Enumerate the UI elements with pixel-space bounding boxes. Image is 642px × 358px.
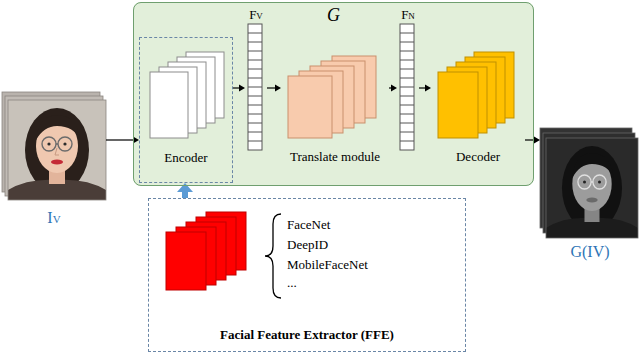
input-image: IV: [2, 92, 106, 230]
vector-label: FN: [397, 7, 419, 24]
input-photo-stack: [8, 100, 106, 200]
input-photo-stack: [51, 159, 63, 164]
extractor-stack: [166, 232, 206, 290]
output-photo-stack: [546, 138, 638, 238]
output-photo-stack: [598, 180, 601, 183]
output-photo-stack: [562, 146, 622, 230]
input-photo-stack: [2, 92, 106, 200]
model-name: MobileFaceNet: [287, 257, 368, 273]
ellipsis-item: ...: [287, 275, 297, 291]
module-label: Translate module: [281, 149, 389, 165]
arrow-head: [534, 137, 540, 144]
feature-vector-bar: [400, 24, 414, 150]
input-photo-stack: [58, 137, 72, 151]
vector-label: FV: [245, 7, 267, 24]
input-photo-stack: [42, 137, 56, 151]
arrow-head: [275, 85, 281, 92]
input-photo-stack: [25, 108, 89, 192]
arrow-head: [391, 85, 397, 92]
module-label: Encoder: [140, 150, 232, 166]
arrow-connector: [389, 85, 397, 92]
generator-box: G Encoder FV Translate module FN Decoder: [133, 2, 534, 186]
image-label: IV: [2, 208, 106, 229]
output-photo-stack: [546, 138, 638, 238]
output-photo-stack: [572, 153, 613, 178]
encoder-box: Encoder: [139, 37, 233, 183]
translate-stack: [288, 76, 332, 138]
box-title: Facial Feature Extractor (FFE): [149, 327, 465, 343]
decoder-stack: [438, 52, 514, 138]
arrow-head: [239, 85, 245, 92]
arrow-head: [425, 85, 431, 92]
input-photo-stack: [47, 142, 50, 145]
output-photo-stack: [578, 175, 591, 189]
arrow-connector: [106, 137, 139, 144]
input-photo-stack: [56, 143, 58, 144]
output-photo-stack: [593, 175, 606, 189]
list-brace: [265, 214, 281, 298]
encoder-stack: [150, 72, 188, 138]
translate-stack: [288, 56, 376, 138]
generator-fill: [133, 2, 534, 186]
feature-vector: FV: [245, 7, 267, 153]
model-name: DeepID: [287, 237, 328, 253]
feature-vector: FN: [397, 7, 419, 153]
module-label: Decoder: [431, 149, 525, 165]
decoder-module: Decoder: [431, 41, 525, 169]
arrow-connector: [419, 85, 431, 92]
output-image: G(IV): [540, 128, 640, 270]
feature-vector-bar: [400, 33, 414, 141]
extractor-stack: [166, 212, 246, 290]
translate-module: Translate module: [281, 41, 389, 169]
feature-vector-bar: [248, 24, 262, 150]
connector-line: [267, 87, 276, 88]
encoder-stack: [150, 52, 224, 138]
input-photo-stack: [8, 100, 106, 200]
input-photo-stack: [8, 100, 106, 200]
feature-vector-bar: [248, 24, 262, 150]
arrow-connector: [233, 85, 245, 92]
feature-vector-bar: [248, 33, 262, 141]
input-photo-stack: [55, 148, 59, 155]
input-photo-stack: [36, 115, 80, 140]
output-photo-stack: [586, 197, 597, 202]
feature-vector-bar: [400, 24, 414, 150]
output-photo-stack: [546, 138, 638, 238]
output-photo-stack: [591, 181, 593, 182]
output-photo-stack: [583, 180, 586, 183]
generator-label: G: [134, 5, 533, 25]
arrow-connector: [525, 137, 540, 144]
output-photo-stack: [540, 128, 638, 238]
feature-extractor-box: FaceNetDeepID MobileFaceNet... Facial Feat…: [148, 198, 466, 352]
connector-line: [106, 139, 134, 140]
decoder-stack: [438, 72, 478, 138]
arrow-head: [177, 183, 193, 192]
input-photo-stack: [63, 142, 66, 145]
model-name: FaceNet: [287, 217, 330, 233]
arrow-connector: [267, 85, 281, 92]
image-label: G(IV): [540, 242, 640, 262]
